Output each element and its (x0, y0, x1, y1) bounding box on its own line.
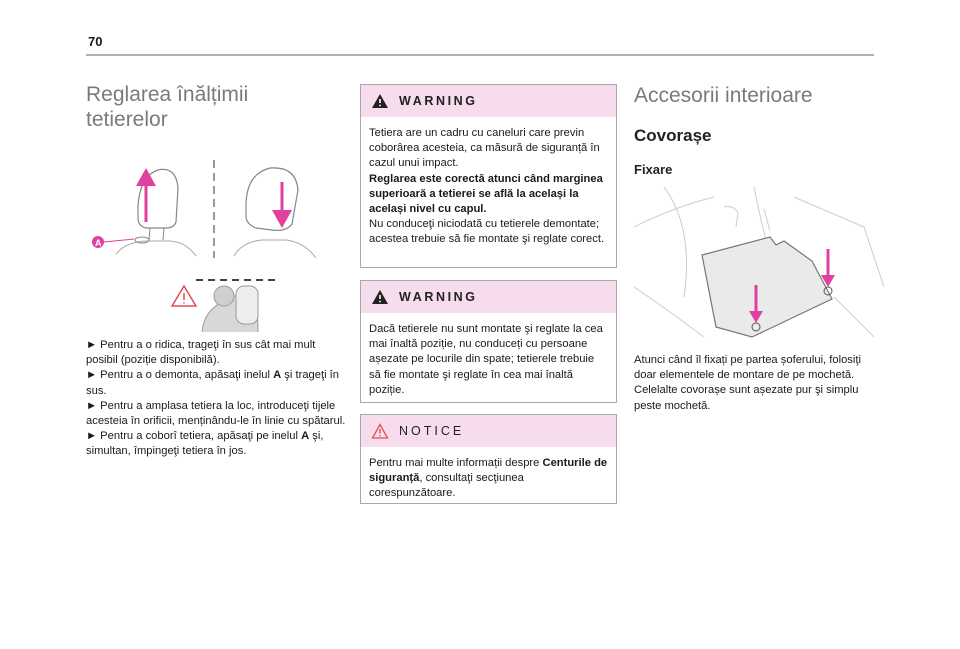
left-column: Reglarea înălțimii tetierelor A (86, 82, 346, 460)
notice-text-pre: Pentru mai multe informații despre (369, 457, 543, 469)
instruction-lower-pre: ► Pentru a coborî tetiera, apăsaţi pe in… (86, 430, 302, 443)
floor-mat-instructions: Atunci când îl fixați pe partea șoferulu… (634, 354, 861, 412)
warning-header-1: WARNING (361, 85, 616, 117)
headrest-illustration: A (86, 146, 346, 336)
headrest-instructions: ► Pentru a o ridica, trageţi în sus cât … (86, 338, 346, 460)
instruction-remove-post: şi trageţi în sus. (86, 369, 340, 397)
floor-mat-illustration (634, 187, 892, 347)
notice-text-post: , consultaţi secţiunea corespunzătoare. (369, 472, 524, 500)
figure-label-a: A (95, 238, 102, 248)
subtitle-mats: Covorașe (634, 126, 712, 145)
instruction-remove-pre: ► Pentru a o demonta, apăsaţi inelul (86, 369, 274, 382)
warning-1-text: Tetiera are un cadru cu caneluri care pr… (369, 127, 600, 170)
warning-label-2: WARNING (399, 290, 478, 304)
warning-1-bold: Reglarea este corectă atunci când margin… (369, 172, 603, 216)
subsubtitle-fixing: Fixare (634, 162, 673, 177)
right-column: Accesorii interioare Covorașe Fixare Atu… (634, 82, 892, 414)
page-number: 70 (88, 34, 103, 49)
instruction-refit: ► Pentru a amplasa tetiera la loc, intro… (86, 399, 346, 428)
notice-text: Pentru mai multe informații despre Centu… (369, 456, 608, 502)
title-line-2: tetierelor (86, 108, 168, 131)
warning-box-1: WARNING Tetiera are un cadru cu caneluri… (360, 84, 617, 268)
warning-body-2: Dacă tetierele nu sunt montate şi reglat… (361, 313, 616, 407)
section-title-accessories: Accesorii interioare (634, 84, 813, 107)
notice-icon (371, 423, 389, 439)
instruction-raise: ► Pentru a o ridica, trageţi în sus cât … (86, 339, 316, 367)
notice-label: NOTICE (399, 424, 465, 438)
section-title-headrest: Reglarea înălțimii tetierelor (86, 82, 346, 132)
ring-label: A (273, 369, 282, 382)
ring-label: A (301, 430, 310, 443)
notice-link-seatbelts: Centurile de siguranță (369, 457, 608, 485)
warning-header-2: WARNING (361, 281, 616, 313)
notice-body: Pentru mai multe informații despre Centu… (361, 447, 616, 511)
warning-1-text2: Nu conduceţi niciodată cu tetierele demo… (369, 218, 605, 246)
warning-label-1: WARNING (399, 94, 478, 108)
warning-body-1: Tetiera are un cadru cu caneluri care pr… (361, 117, 616, 257)
instruction-remove: ► Pentru a o demonta, apăsaţi inelul A ş… (86, 368, 346, 398)
notice-box: NOTICE Pentru mai multe informații despr… (360, 414, 617, 504)
warning-icon (372, 94, 388, 108)
warning-icon (372, 290, 388, 304)
notice-header: NOTICE (361, 415, 616, 447)
top-divider (86, 54, 874, 56)
warning-box-2: WARNING Dacă tetierele nu sunt montate ş… (360, 280, 617, 403)
title-line-1: Reglarea înălțimii (86, 83, 249, 106)
instruction-lower: ► Pentru a coborî tetiera, apăsaţi pe in… (86, 429, 346, 459)
warning-2-text: Dacă tetierele nu sunt montate şi reglat… (369, 323, 603, 396)
instruction-lower-post: şi, simultan, împingeţi tetiera în jos. (86, 430, 324, 458)
